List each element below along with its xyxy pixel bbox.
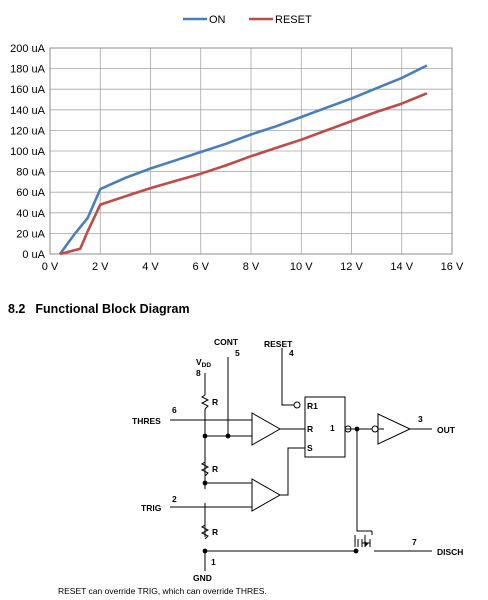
ff-output-bubble [344, 425, 352, 433]
out-label: OUT [437, 425, 456, 435]
x-tick-label: 14 V [390, 261, 413, 273]
reset-label: RESET [264, 339, 293, 349]
vdd-main: V [196, 357, 202, 367]
junction-dot [225, 433, 231, 439]
junction-dot [202, 480, 208, 486]
y-tick-label: 180 uA [10, 64, 46, 76]
y-tick-label: 80 uA [16, 167, 45, 179]
diagram-note: RESET can override TRIG, which can overr… [58, 586, 267, 596]
x-tick-label: 12 V [340, 261, 363, 273]
y-tick-label: 120 uA [10, 125, 46, 137]
ff-s-label: S [307, 443, 313, 453]
junction-dot [202, 433, 208, 439]
gnd-pin: 1 [211, 557, 216, 567]
chart-grid [49, 47, 453, 255]
legend-label: RESET [275, 14, 312, 26]
gnd-label: GND [193, 573, 212, 583]
resistor-r1-label: R [212, 397, 218, 407]
transistor-arrow [365, 541, 368, 547]
ff-q-label: 1 [330, 423, 335, 433]
flip-flop-block [304, 396, 346, 458]
y-axis-ticks: 0 uA 20 uA 40 uA 60 uA 80 uA 100 uA 120 uA 140 … [10, 43, 46, 261]
ff-r1-label: R1 [307, 401, 318, 411]
section-number: 8.2 [8, 302, 26, 316]
junction-dot [202, 548, 208, 554]
x-tick-label: 2 V [92, 261, 109, 273]
disch-pin: 7 [412, 537, 417, 547]
vdd-subscript: DD [202, 362, 212, 369]
resistor-r1 [200, 394, 210, 410]
section-title: Functional Block Diagram [35, 302, 190, 316]
resistor-r3 [200, 524, 210, 540]
disch-label: DISCH [437, 547, 463, 557]
cont-pin: 5 [235, 348, 240, 358]
y-tick-label: 0 uA [22, 249, 45, 261]
y-tick-label: 60 uA [16, 187, 45, 199]
chart-series [58, 64, 428, 256]
wire-disch-gate [356, 429, 372, 532]
reset-pin: 4 [289, 348, 294, 358]
junction-dot [353, 548, 359, 554]
resistor-r3-label: R [212, 527, 218, 537]
wire-comp2-out [280, 447, 305, 496]
series-line-on [58, 64, 428, 255]
wire-trig [170, 482, 252, 508]
wire-thres [170, 419, 252, 437]
section-heading: 8.2 Functional Block Diagram [8, 302, 190, 316]
ff-r-label: R [307, 424, 313, 434]
x-tick-label: 10 V [290, 261, 313, 273]
y-tick-label: 160 uA [10, 84, 46, 96]
thres-pin: 6 [172, 405, 177, 415]
x-tick-label: 8 V [243, 261, 260, 273]
vdd-label: VDD [196, 357, 211, 369]
thres-label: THRES [132, 416, 161, 426]
x-axis-ticks: 0 V 2 V 4 V 6 V 8 V 10 V 12 V 14 V 16 V [42, 261, 464, 273]
resistor-r2-label: R [212, 464, 218, 474]
wire-disch [205, 535, 432, 552]
out-pin: 3 [418, 414, 423, 424]
reset-inversion-bubble [293, 401, 301, 409]
legend-label: ON [209, 14, 226, 26]
resistor-r2 [200, 461, 210, 477]
x-tick-label: 0 V [42, 261, 59, 273]
chart-legend: ON RESET [183, 14, 312, 26]
discharge-transistor [354, 531, 373, 547]
cont-label: CONT [214, 337, 239, 347]
y-tick-label: 200 uA [10, 43, 46, 55]
x-tick-label: 16 V [441, 261, 464, 273]
line-chart: 0 uA 20 uA 40 uA 60 uA 80 uA 100 uA 120 uA 140 … [10, 14, 464, 273]
comparator-trigger [251, 478, 282, 512]
trig-pin: 2 [172, 494, 177, 504]
comparator-threshold [251, 412, 282, 446]
y-tick-label: 100 uA [10, 146, 46, 158]
vdd-pin: 8 [196, 368, 201, 378]
trig-label: TRIG [141, 503, 162, 513]
x-tick-label: 4 V [142, 261, 159, 273]
y-tick-label: 140 uA [10, 105, 46, 117]
output-buffer [377, 413, 412, 445]
x-tick-label: 6 V [192, 261, 209, 273]
plot-area-border [49, 47, 453, 255]
wire-reset [281, 348, 294, 406]
buffer-input-bubble [371, 425, 379, 433]
y-tick-label: 40 uA [16, 208, 45, 220]
y-tick-label: 20 uA [16, 228, 45, 240]
series-line-reset [59, 92, 428, 256]
functional-block-diagram: CONT 5 RESET 4 VDD 8 R R R THRES 6 TRIG … [132, 337, 463, 583]
junction-dot [354, 426, 360, 432]
